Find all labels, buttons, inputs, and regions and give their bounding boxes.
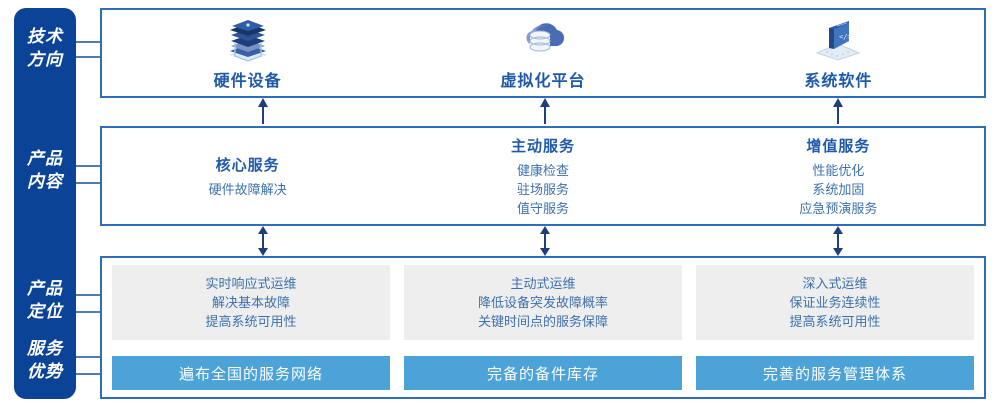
tech-item-label: 虚拟化平台 bbox=[500, 73, 586, 90]
rail-label-line2: 优势 bbox=[27, 362, 63, 381]
advantage-bar-service-network[interactable]: 遍布全国的服务网络 bbox=[112, 356, 390, 390]
connector-line-position-2 bbox=[76, 311, 106, 313]
content-column-title: 增值服务 bbox=[806, 137, 871, 155]
advantage-bar-spare-parts[interactable]: 完备的备件库存 bbox=[404, 356, 682, 390]
tech-direction-row: 硬件设备 虚拟化平台 bbox=[100, 8, 986, 98]
position-column-proactive: 主动式运维 降低设备突发故障概率 关键时间点的服务保障 完备的备件库存 bbox=[404, 265, 682, 390]
content-column-core[interactable]: 核心服务 硬件故障解决 bbox=[100, 126, 395, 226]
connector-line-tech-1 bbox=[76, 41, 106, 43]
content-column-proactive[interactable]: 主动服务 健康检查 驻场服务 值守服务 bbox=[395, 126, 690, 226]
content-column-value-added[interactable]: 增值服务 性能优化 系统加固 应急预演服务 bbox=[691, 126, 986, 226]
connector-line-advantage-2 bbox=[76, 373, 106, 375]
connector-line-advantage-1 bbox=[76, 356, 106, 358]
arrow-up-virtualization bbox=[540, 98, 550, 124]
position-box[interactable]: 实时响应式运维 解决基本故障 提高系统可用性 bbox=[112, 265, 390, 340]
position-line: 降低设备突发故障概率 bbox=[477, 295, 608, 310]
product-position-row: 实时响应式运维 解决基本故障 提高系统可用性 遍布全国的服务网络 主动式运维 降… bbox=[100, 256, 986, 399]
content-item: 应急预演服务 bbox=[799, 200, 878, 216]
arrow-up-hardware bbox=[258, 98, 268, 124]
tech-item-system-software[interactable]: </> 系统软件 bbox=[691, 8, 986, 98]
rail-label-product-position: 产品 定位 bbox=[14, 277, 76, 323]
position-box[interactable]: 主动式运维 降低设备突发故障概率 关键时间点的服务保障 bbox=[404, 265, 682, 340]
arrow-double-core bbox=[258, 226, 268, 256]
advantage-bar-management-system[interactable]: 完善的服务管理体系 bbox=[696, 356, 974, 390]
tech-item-label: 硬件设备 bbox=[213, 73, 282, 90]
content-column-title: 核心服务 bbox=[215, 156, 280, 174]
rail-label-line1: 产品 bbox=[27, 149, 63, 168]
content-item: 值守服务 bbox=[516, 200, 569, 216]
left-rail bbox=[14, 8, 76, 399]
rail-label-line2: 定位 bbox=[27, 302, 63, 321]
content-column-title: 主动服务 bbox=[510, 137, 575, 155]
position-line: 提高系统可用性 bbox=[205, 314, 297, 329]
connector-line-content-1 bbox=[76, 165, 106, 167]
connector-line-content-2 bbox=[76, 182, 106, 184]
position-box[interactable]: 深入式运维 保证业务连续性 提高系统可用性 bbox=[696, 265, 974, 340]
content-item: 驻场服务 bbox=[516, 181, 569, 197]
tech-item-virtualization[interactable]: 虚拟化平台 bbox=[395, 8, 690, 98]
content-item: 硬件故障解决 bbox=[208, 181, 287, 197]
panel-product-content bbox=[100, 126, 986, 226]
rail-label-line1: 服务 bbox=[27, 339, 63, 358]
server-stack-icon bbox=[228, 20, 267, 62]
connector-line-tech-2 bbox=[76, 56, 106, 58]
arrow-double-value-added bbox=[833, 226, 843, 256]
position-line: 提高系统可用性 bbox=[789, 314, 881, 329]
product-content-row: 核心服务 硬件故障解决 主动服务 健康检查 驻场服务 值守服务 增值服务 性能优… bbox=[100, 126, 986, 226]
content-item: 系统加固 bbox=[812, 181, 865, 197]
cloud-database-icon bbox=[526, 23, 565, 52]
position-column-deep: 深入式运维 保证业务连续性 提高系统可用性 完善的服务管理体系 bbox=[696, 265, 974, 390]
rail-label-line1: 产品 bbox=[27, 279, 63, 298]
connector-line-position-1 bbox=[76, 294, 106, 296]
rail-label-line1: 技术 bbox=[27, 27, 63, 46]
position-line: 解决基本故障 bbox=[211, 295, 290, 310]
position-line: 关键时间点的服务保障 bbox=[477, 314, 608, 329]
position-column-realtime: 实时响应式运维 解决基本故障 提高系统可用性 遍布全国的服务网络 bbox=[112, 265, 390, 390]
position-line: 主动式运维 bbox=[510, 276, 576, 291]
position-line: 保证业务连续性 bbox=[789, 295, 881, 310]
laptop-code-icon: </> bbox=[815, 21, 861, 61]
tech-item-hardware[interactable]: 硬件设备 bbox=[100, 8, 395, 98]
arrow-up-system-software bbox=[833, 98, 843, 124]
rail-label-line2: 方向 bbox=[27, 50, 63, 69]
rail-label-service-advantage: 服务 优势 bbox=[14, 337, 76, 383]
position-line: 深入式运维 bbox=[802, 276, 868, 291]
svg-text:</>: </> bbox=[839, 33, 852, 41]
arrow-double-proactive bbox=[540, 226, 550, 256]
rail-label-line2: 内容 bbox=[27, 172, 63, 191]
rail-label-tech-direction: 技术 方向 bbox=[14, 25, 76, 71]
content-item: 性能优化 bbox=[812, 162, 865, 178]
rail-label-product-content: 产品 内容 bbox=[14, 147, 76, 193]
position-line: 实时响应式运维 bbox=[205, 276, 297, 291]
content-item: 健康检查 bbox=[516, 162, 569, 178]
tech-item-label: 系统软件 bbox=[804, 73, 873, 90]
